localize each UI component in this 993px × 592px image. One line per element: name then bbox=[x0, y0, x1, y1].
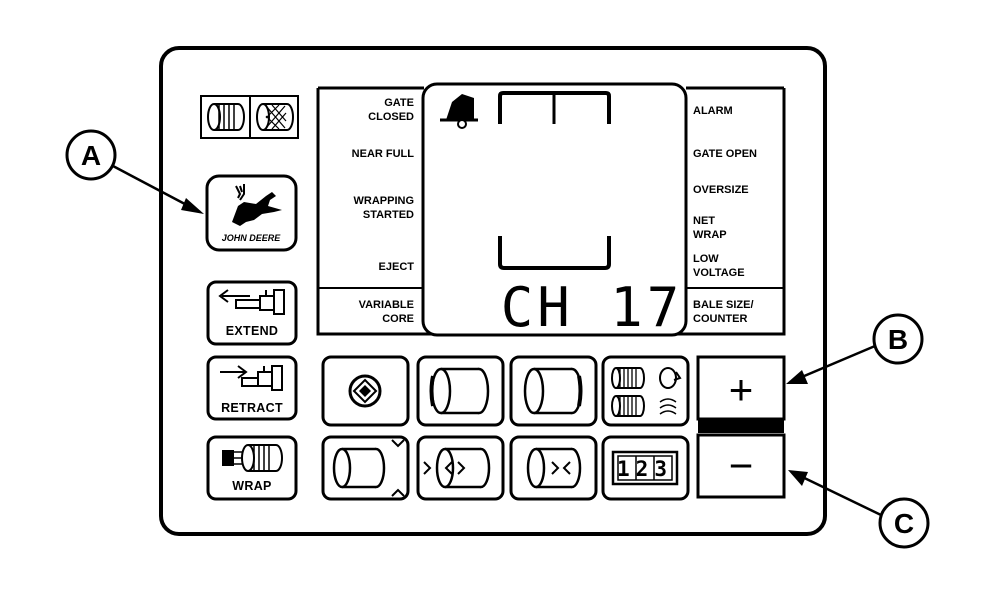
bale-diameter-icon bbox=[332, 439, 405, 497]
bale-diameter-button[interactable] bbox=[321, 435, 410, 501]
label-near-full: NEAR FULL bbox=[352, 148, 415, 160]
label-net-wrap-1: NET bbox=[693, 215, 715, 227]
extend-cylinder-icon bbox=[218, 289, 285, 315]
callout-c: C bbox=[788, 470, 930, 549]
gate-bottom-segment bbox=[498, 236, 611, 270]
label-alarm: ALARM bbox=[693, 105, 733, 117]
twine-bale-icon bbox=[207, 103, 245, 131]
label-variable-core-1: VARIABLE bbox=[359, 299, 414, 311]
label-low-voltage-1: LOW bbox=[693, 253, 719, 265]
minus-button[interactable]: − bbox=[696, 433, 786, 499]
wrap-button[interactable]: WRAP bbox=[206, 435, 298, 501]
john-deere-logo-button[interactable]: JOHN DEERE bbox=[205, 174, 298, 252]
bale-icon bbox=[429, 367, 490, 415]
retract-cylinder-icon bbox=[220, 365, 283, 391]
label-bale-size-counter-1: BALE SIZE/ bbox=[693, 299, 754, 311]
minus-label: − bbox=[729, 442, 754, 489]
bale-end-button[interactable] bbox=[509, 435, 598, 501]
counter-digits: 123 bbox=[617, 457, 673, 481]
left-labels: GATE CLOSED NEAR FULL WRAPPING STARTED E… bbox=[352, 97, 415, 325]
right-labels: ALARM GATE OPEN OVERSIZE NET WRAP LOW VO… bbox=[693, 105, 757, 325]
callout-c-label: C bbox=[894, 508, 914, 539]
label-wrapping-started-2: STARTED bbox=[363, 209, 414, 221]
callout-b: B bbox=[786, 313, 924, 384]
bale-center-button[interactable] bbox=[416, 435, 505, 501]
lcd-readout: CH 17 bbox=[501, 276, 684, 339]
bale-right-button[interactable] bbox=[509, 355, 598, 427]
plus-button[interactable]: + bbox=[696, 355, 786, 421]
bale-twine-rotation-icon bbox=[611, 367, 682, 417]
label-oversize: OVERSIZE bbox=[693, 184, 749, 196]
bale-end-icon bbox=[526, 447, 582, 489]
settings-diamond-icon bbox=[348, 374, 382, 408]
label-wrapping-started-1: WRAPPING bbox=[354, 195, 415, 207]
label-variable-core-2: CORE bbox=[382, 313, 414, 325]
net-bale-icon bbox=[256, 103, 294, 131]
lcd-screen: CH 17 bbox=[421, 82, 688, 339]
wrap-icon bbox=[222, 444, 283, 472]
plus-minus-divider bbox=[698, 419, 784, 433]
extend-label: EXTEND bbox=[226, 324, 279, 338]
wrap-label: WRAP bbox=[232, 479, 271, 493]
label-bale-size-counter-2: COUNTER bbox=[693, 313, 747, 325]
twine-net-indicator bbox=[200, 95, 299, 139]
label-gate-open: GATE OPEN bbox=[693, 148, 757, 160]
counter-button[interactable]: 123 bbox=[601, 435, 690, 501]
retract-label: RETRACT bbox=[221, 401, 283, 415]
retract-button[interactable]: RETRACT bbox=[206, 355, 298, 421]
callout-b-label: B bbox=[888, 324, 908, 355]
baler-icon bbox=[440, 94, 478, 129]
bale-button[interactable] bbox=[416, 355, 505, 427]
extend-button[interactable]: EXTEND bbox=[206, 280, 298, 346]
label-gate-closed-1: GATE bbox=[384, 97, 414, 109]
plus-label: + bbox=[729, 366, 754, 413]
john-deere-logo: JOHN DEERE bbox=[222, 184, 282, 243]
callout-a-label: A bbox=[81, 140, 101, 171]
settings-button[interactable] bbox=[321, 355, 410, 427]
bale-twine-rotation-button[interactable] bbox=[601, 355, 690, 427]
logo-text: JOHN DEERE bbox=[222, 233, 282, 243]
callout-a: A bbox=[65, 129, 204, 214]
label-gate-closed-2: CLOSED bbox=[368, 111, 414, 123]
bale-right-icon bbox=[523, 367, 583, 415]
label-eject: EJECT bbox=[379, 261, 415, 273]
counter-icon: 123 bbox=[611, 450, 679, 486]
label-low-voltage-2: VOLTAGE bbox=[693, 267, 745, 279]
label-net-wrap-2: WRAP bbox=[693, 229, 727, 241]
bale-center-icon bbox=[423, 447, 491, 489]
